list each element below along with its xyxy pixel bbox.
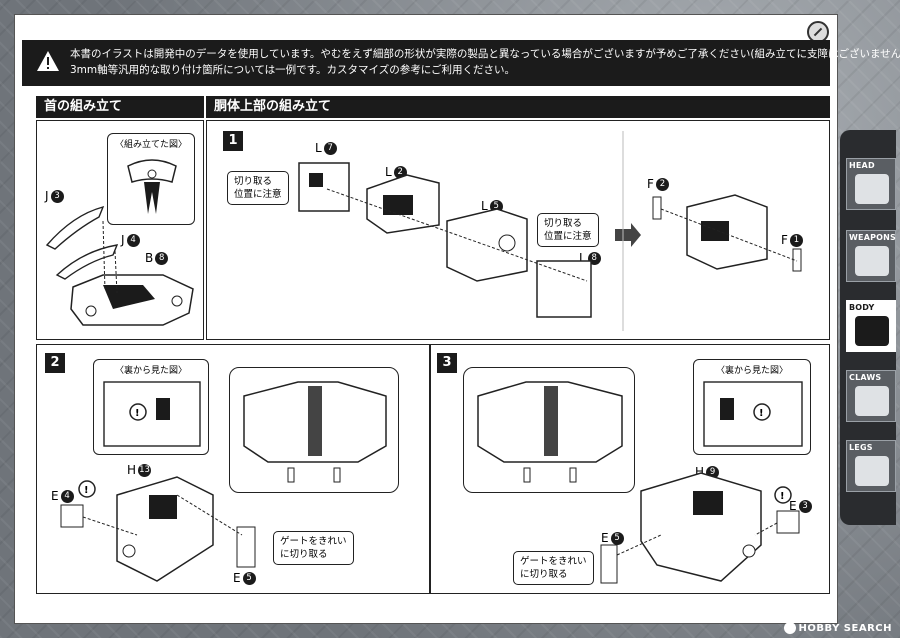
notice-line-1: 本書のイラストは開発中のデータを使用しています。やむをえず細部の形状が実際の製品… — [70, 48, 900, 60]
step3-back-view-drawing: ! — [703, 381, 803, 447]
callout-cut-position-1: 切り取る 位置に注意 — [227, 171, 289, 205]
legs-icon — [855, 456, 889, 486]
assembled-view-box: 〈組み立てた図〉 — [107, 133, 195, 225]
notice-line-2: 3mm軸等汎用的な取り付け箇所については一例です。カスタマイズの参考にご利用くだ… — [70, 64, 516, 76]
warning-icon — [37, 51, 59, 71]
section-title-neck: 首の組み立て — [36, 96, 204, 118]
back-view-title-3: 〈裏から見た図〉 — [715, 366, 788, 376]
back-view-title-2: 〈裏から見た図〉 — [114, 366, 187, 376]
step1-drawing — [298, 131, 802, 331]
svg-text:!: ! — [84, 485, 89, 496]
step3-detail-drawing — [477, 381, 623, 483]
category-tabs: HEAD WEAPONS BODY CLAWS LEGS — [840, 130, 896, 525]
neck-assembled-drawing — [127, 159, 177, 214]
neck-parts-drawing — [45, 205, 194, 326]
step-number-2: 2 — [45, 353, 65, 373]
assembled-view-title: 〈組み立てた図〉 — [114, 140, 187, 150]
detail-view-box-2 — [229, 367, 399, 493]
callout-cut-position-2: 切り取る 位置に注意 — [537, 213, 599, 247]
svg-text:!: ! — [759, 408, 764, 419]
svg-text:!: ! — [780, 491, 785, 502]
tab-legs[interactable]: LEGS — [846, 440, 896, 492]
back-view-box-3: 〈裏から見た図〉 ! — [693, 359, 811, 455]
tab-weapons[interactable]: WEAPONS — [846, 230, 896, 282]
step2-detail-drawing — [243, 381, 387, 483]
tab-body[interactable]: BODY — [846, 300, 896, 352]
head-icon — [855, 174, 889, 204]
tab-claws[interactable]: CLAWS — [846, 370, 896, 422]
back-view-box-2: 〈裏から見た図〉 ! — [93, 359, 209, 455]
step2-main-drawing: ! — [60, 476, 256, 582]
tab-head[interactable]: HEAD — [846, 158, 896, 210]
watermark: HOBBY SEARCH — [783, 622, 892, 634]
step-number-1: 1 — [223, 131, 243, 151]
step2-back-view-drawing: ! — [103, 381, 201, 447]
weapons-icon — [855, 246, 889, 276]
step3-main-drawing: ! — [600, 472, 800, 584]
callout-clean-gate-3: ゲートをきれい に切り取る — [513, 551, 594, 585]
detail-view-box-3 — [463, 367, 635, 493]
hobby-search-logo-icon — [783, 622, 796, 634]
step-number-3: 3 — [437, 353, 457, 373]
svg-text:!: ! — [135, 408, 140, 419]
body-icon — [855, 316, 889, 346]
callout-clean-gate-2: ゲートをきれい に切り取る — [273, 531, 354, 565]
notice-bar: 本書のイラストは開発中のデータを使用しています。やむをえず細部の形状が実際の製品… — [22, 40, 900, 86]
claws-icon — [855, 386, 889, 416]
section-title-torso: 胴体上部の組み立て — [206, 96, 830, 118]
